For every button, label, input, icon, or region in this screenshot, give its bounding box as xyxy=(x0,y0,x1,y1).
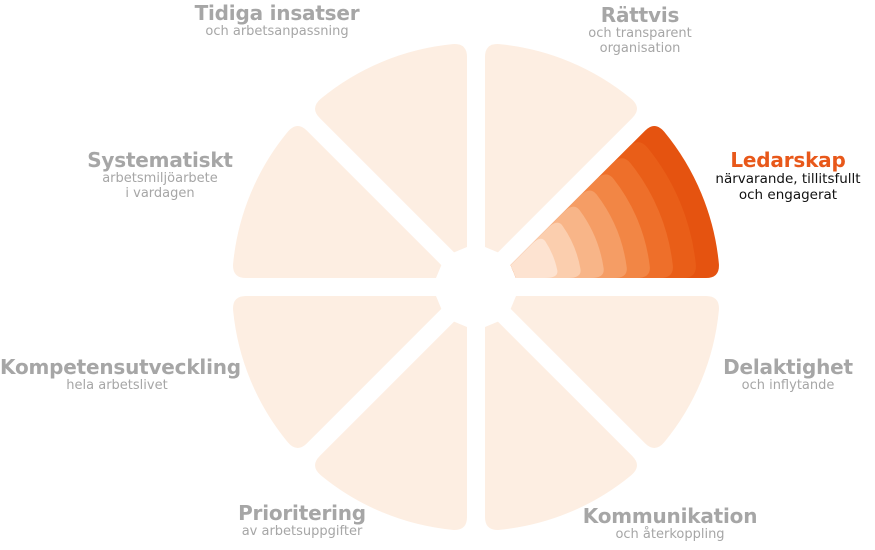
segment-tidiga-insatser[interactable] xyxy=(315,44,467,253)
label-kompetensutveckling[interactable]: Kompetensutveckling hela arbetslivet xyxy=(0,355,241,394)
label-tidiga-insatser[interactable]: Tidiga insatser och arbetsanpassning xyxy=(177,2,377,40)
label-kommunikation[interactable]: Kommunikation och återkoppling xyxy=(570,505,770,543)
segment-title: Tidiga insatser xyxy=(194,1,360,25)
segment-rattvis[interactable] xyxy=(485,44,637,253)
segment-subtitle: hela arbetslivet xyxy=(66,378,168,393)
segment-shape xyxy=(233,296,442,448)
segment-title: Systematiskt xyxy=(87,148,233,172)
segment-kommunikation[interactable] xyxy=(485,321,637,530)
segment-shape xyxy=(485,321,637,530)
segment-title: Delaktighet xyxy=(723,355,853,379)
segment-subtitle: och arbetsanpassning xyxy=(205,24,349,39)
label-delaktighet[interactable]: Delaktighet och inflytande xyxy=(708,356,868,394)
segment-subtitle: och inflytande xyxy=(741,378,835,393)
label-prioritering[interactable]: Prioritering av arbetsuppgifter xyxy=(212,502,392,540)
segment-band xyxy=(510,238,558,278)
segment-shape xyxy=(510,296,719,448)
segment-systematiskt[interactable] xyxy=(233,126,442,278)
wheel-hub xyxy=(440,251,512,323)
segment-subtitle: av arbetsuppgifter xyxy=(241,524,363,539)
segment-title: Rättvis xyxy=(600,3,680,27)
segment-delaktighet[interactable] xyxy=(510,296,719,448)
segment-ledarskap[interactable] xyxy=(510,126,719,278)
segment-kompetensutveckling[interactable] xyxy=(233,296,442,448)
segment-prioritering[interactable] xyxy=(315,321,467,530)
segment-title: Kommunikation xyxy=(582,504,758,528)
segment-shape xyxy=(315,321,467,530)
segment-shape xyxy=(315,44,467,253)
segment-title: Kompetensutveckling xyxy=(0,355,241,379)
segment-title: Prioritering xyxy=(238,501,366,525)
segment-subtitle: och återkoppling xyxy=(615,527,725,542)
segment-title: Ledarskap xyxy=(730,148,846,172)
segment-shape xyxy=(233,126,442,278)
segment-shape xyxy=(485,44,637,253)
